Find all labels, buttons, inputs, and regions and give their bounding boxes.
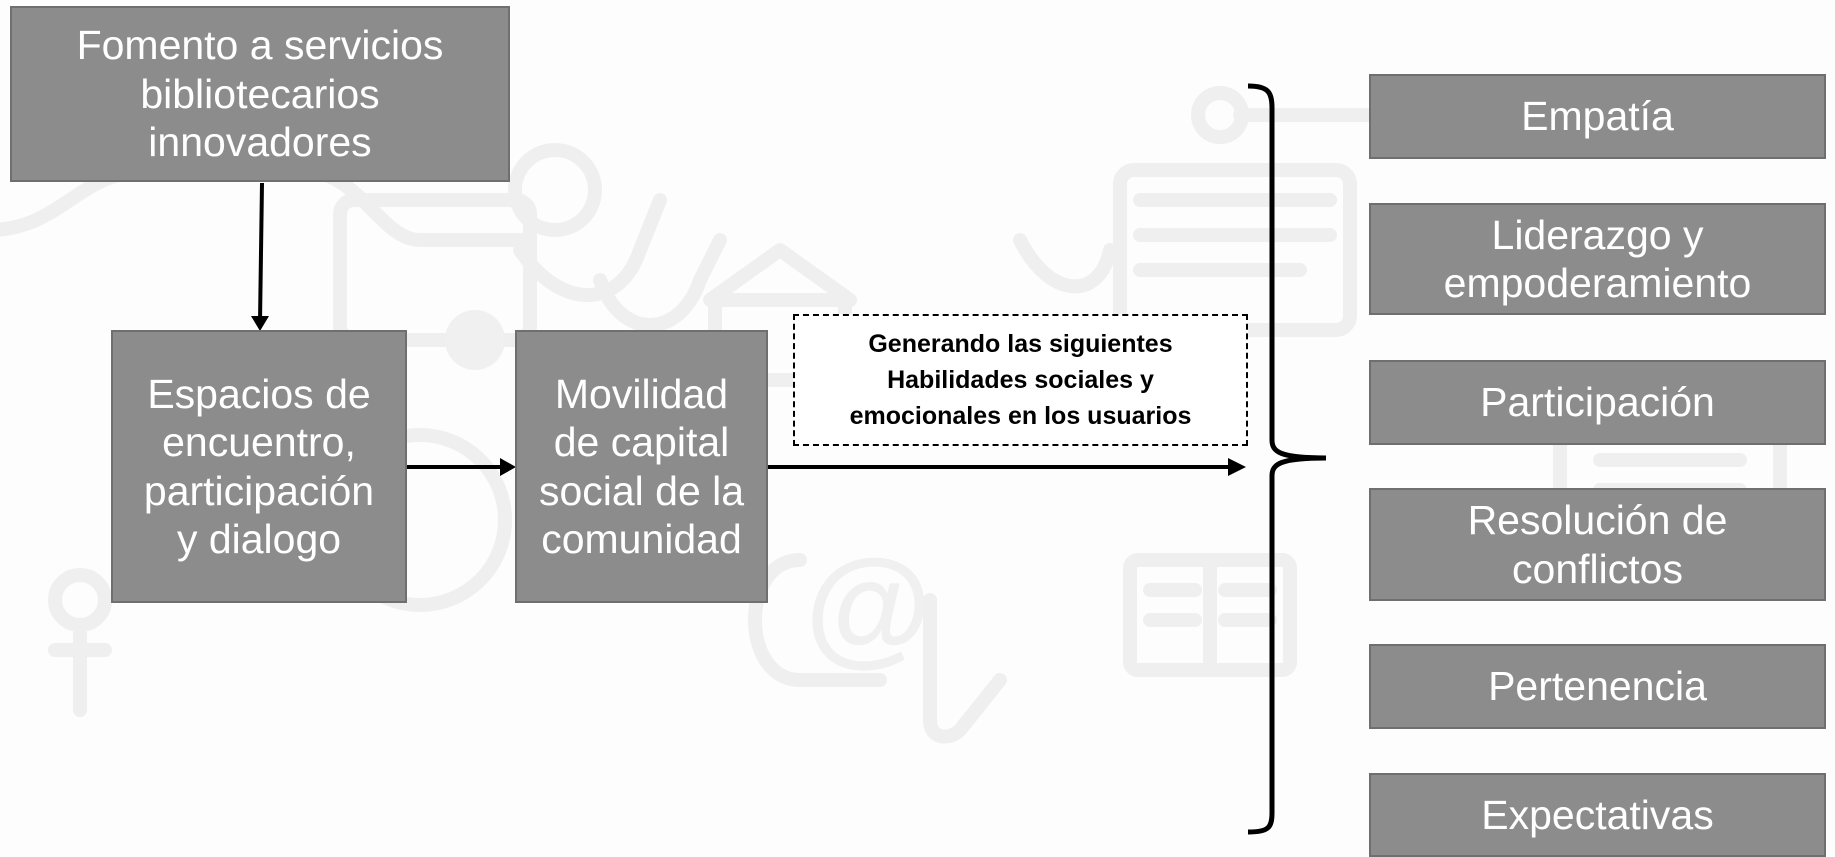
skill-participacion: Participación: [1369, 360, 1826, 445]
skill-expectativas: Expectativas: [1369, 773, 1826, 857]
box-espacios-encuentro: Espacios de encuentro, participación y d…: [111, 330, 407, 603]
top-box-fomento: Fomento a servicios bibliotecarios innov…: [10, 6, 510, 182]
box-movilidad-capital: Movilidad de capital social de la comuni…: [515, 330, 768, 603]
svg-text:@: @: [805, 532, 932, 678]
arrow-label-habilidades: Generando las siguientes Habilidades soc…: [793, 314, 1248, 446]
skill-pertenencia: Pertenencia: [1369, 644, 1826, 729]
skill-resolucion: Resolución de conflictos: [1369, 488, 1826, 601]
skill-liderazgo: Liderazgo y empoderamiento: [1369, 203, 1826, 315]
skill-empatia: Empatía: [1369, 74, 1826, 159]
